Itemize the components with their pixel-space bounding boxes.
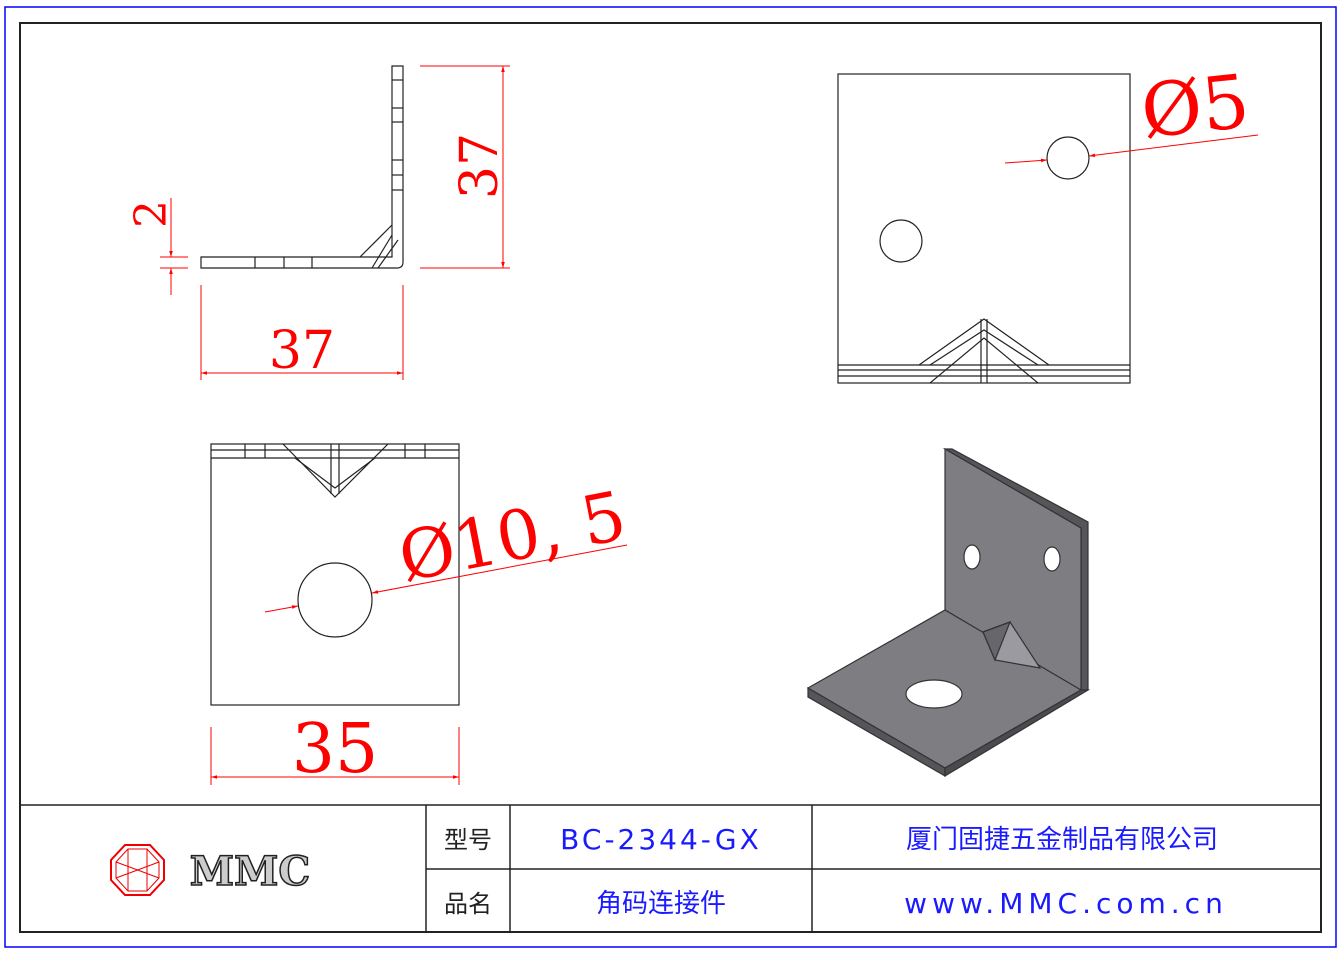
name-label: 品名 — [444, 890, 492, 918]
isometric-view — [806, 447, 1091, 778]
dim-thickness: 2 — [126, 200, 177, 228]
website: www.MMC.com.cn — [904, 887, 1228, 920]
mmc-logo: MMC — [110, 844, 311, 896]
front-dimensions — [210, 544, 628, 785]
dim-front-width: 35 — [292, 710, 379, 789]
small-hole — [879, 219, 923, 263]
logo-text: MMC — [190, 848, 310, 895]
company-name: 厦门固捷五金制品有限公司 — [906, 825, 1218, 855]
top-view — [837, 73, 1131, 384]
inner-frame — [19, 22, 1322, 933]
outer-frame — [4, 6, 1337, 948]
front-view — [210, 443, 460, 706]
large-hole — [297, 562, 373, 638]
name-value: 角码连接件 — [596, 889, 726, 919]
model-value: BC-2344-GX — [560, 823, 762, 856]
model-label: 型号 — [444, 826, 492, 854]
title-block — [20, 804, 1321, 932]
dim-top-hole: Ø5 — [1137, 59, 1253, 156]
side-view — [200, 65, 404, 269]
dim-side-width: 37 — [269, 321, 335, 381]
dim-front-hole: Ø10, 5 — [393, 477, 633, 598]
top-hole-leader — [1004, 134, 1259, 164]
small-hole — [1046, 136, 1090, 180]
side-dimensions — [160, 65, 510, 380]
dim-side-height: 37 — [450, 133, 510, 199]
